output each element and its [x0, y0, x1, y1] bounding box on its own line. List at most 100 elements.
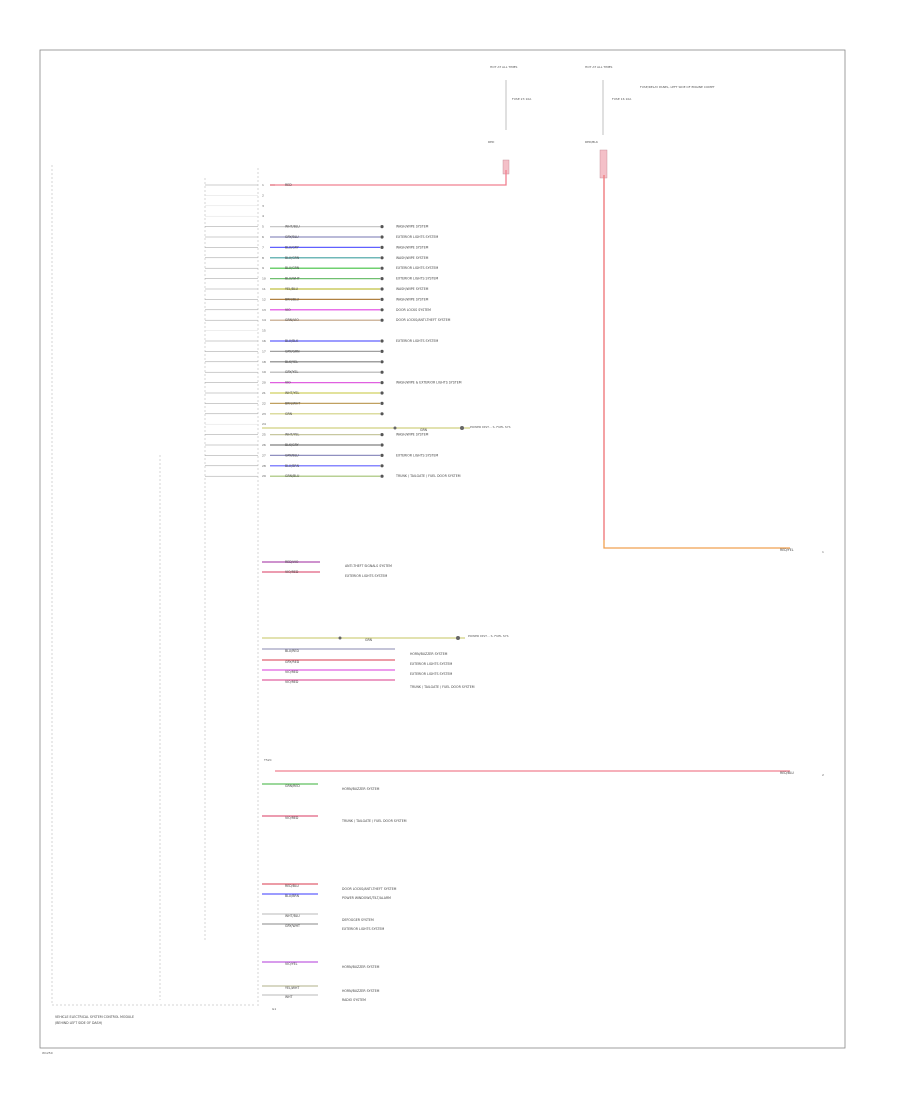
- pin-23: 23 GRN: [205, 412, 384, 416]
- pin-27-destination: EXTERIOR LIGHTS SYSTEM: [396, 453, 439, 457]
- pin-20-wire-label: VIO: [285, 381, 291, 385]
- pin-15-number: 15: [262, 329, 266, 333]
- lower-wire-8: YEL/WHT: [285, 986, 299, 990]
- pin-13-wire-label: VIO: [285, 308, 291, 312]
- upper-wire-2: VIO/RED: [285, 570, 299, 574]
- pin-6-terminal: [380, 235, 384, 239]
- mid-dest-3: EXTERIOR LIGHTS SYSTEM: [410, 672, 453, 676]
- lower-wire-7: VIO/YEL: [285, 962, 298, 966]
- pin-24-number: 24: [262, 422, 266, 426]
- pin-23-terminal: [380, 412, 384, 416]
- fuse-block-1: HOT AT ALL TIMES FUSE 23 10A RED: [488, 65, 532, 175]
- pin-14-wire-label: GRN/VIO: [285, 318, 299, 322]
- pin-25-number: 25: [262, 433, 266, 437]
- pin-29-number: 29: [262, 474, 266, 478]
- pin-7-wire-label: BLU/GRY: [285, 245, 299, 249]
- pin-8-number: 8: [262, 256, 264, 260]
- pin-17-terminal: [380, 349, 384, 353]
- pin-20-destination: WASH/WIPE & EXTERIOR LIGHTS SYSTEM: [396, 381, 462, 385]
- pin-16-wire-label: BLU/BLK: [285, 339, 299, 343]
- fuse1-wire-label: RED: [488, 140, 495, 144]
- pin-17-wire-label: GRY/GRN: [285, 349, 300, 353]
- pin-21-number: 21: [262, 391, 266, 395]
- splice-1-label: GRN: [420, 428, 428, 432]
- pin-20-number: 20: [262, 381, 266, 385]
- pin-6-destination: EXTERIOR LIGHTS SYSTEM: [396, 235, 439, 239]
- pin-16-terminal: [380, 339, 384, 343]
- pin-9-number: 9: [262, 266, 264, 270]
- pin-11-number: 11: [262, 287, 266, 291]
- mid-wire-3: VIO/RED: [285, 670, 299, 674]
- pin-22-wire-label: BRN/WHT: [285, 401, 300, 405]
- lower-wire-3: RED/BLU: [285, 884, 300, 888]
- lower-dest-5: DEFOGGER SYSTEM: [342, 918, 374, 922]
- pin-11-terminal: [380, 287, 384, 291]
- fuse2-name: FUSE 16 10A: [612, 97, 632, 101]
- figure-code: W1250: [42, 1051, 53, 1055]
- upper-wire-1: RED/VIO: [285, 560, 299, 564]
- pin-4: 4: [205, 214, 264, 218]
- pin-8-destination: WASH/WIPE SYSTEM: [396, 256, 429, 260]
- pin-9-terminal: [380, 266, 384, 270]
- pin-4-number: 4: [262, 214, 264, 218]
- right-output-1-num: 1: [822, 550, 824, 554]
- mid-wire-4: VIO/RED: [285, 680, 299, 684]
- pin-20-terminal: [380, 381, 384, 385]
- lower-dest-4: POWER WINDOWS/TILT/ALARM: [342, 896, 391, 900]
- pin-16-destination: EXTERIOR LIGHTS SYSTEM: [396, 339, 439, 343]
- lower-dest-1: HORN/BUZZER SYSTEM: [342, 787, 380, 791]
- mid-group: BLU/RED GRY/RED VIO/RED VIO/RED HORN/BUZ…: [262, 648, 475, 689]
- pin-27-wire-label: GRY/BLU: [285, 453, 299, 457]
- fuse1-hot-label: HOT AT ALL TIMES: [490, 65, 518, 69]
- pin-23-wire-label: GRN: [285, 412, 293, 416]
- pin-7-number: 7: [262, 245, 264, 249]
- module-subtitle: (BEHIND LEFT SIDE OF DASH): [55, 1021, 102, 1025]
- pin-13-destination: DOOR LOCKS SYSTEM: [396, 308, 431, 312]
- pin-7-terminal: [380, 245, 384, 249]
- pin-11-wire-label: YEL/BLU: [285, 287, 299, 291]
- pin-22-number: 22: [262, 401, 266, 405]
- pin-13-number: 13: [262, 308, 266, 312]
- pin-17-number: 17: [262, 349, 266, 353]
- mid-wire-1: BLU/RED: [285, 649, 299, 653]
- pin-28-wire-label: BLU/BRN: [285, 464, 300, 468]
- pin-25-wire-label: WHT/YEL: [285, 433, 300, 437]
- pin-26-number: 26: [262, 443, 266, 447]
- fuse2-location: FUSE/RELAY PANEL, LEFT SIDE OF ENGINE CO…: [640, 85, 715, 89]
- lower-wire-4: BLU/BRN: [285, 894, 300, 898]
- fuse-block-2: HOT AT ALL TIMES FUSE 16 10A FUSE/RELAY …: [585, 65, 715, 179]
- pin-6-wire-label: GRY/BLU: [285, 235, 299, 239]
- pin-25-destination: WASH/WIPE SYSTEM: [396, 433, 429, 437]
- lower-wire-6: GRY/WHT: [285, 924, 300, 928]
- right-output-2-label: RED/BLU: [780, 771, 795, 775]
- lower-dest-6: EXTERIOR LIGHTS SYSTEM: [342, 927, 385, 931]
- upper-dest-2: EXTERIOR LIGHTS SYSTEM: [345, 574, 388, 578]
- pin-1-number: 1: [262, 183, 264, 187]
- fuse2-wire-label: RED/BLK: [585, 140, 599, 144]
- mid-wire-2: GRY/RED: [285, 660, 300, 664]
- mid-dest-2: EXTERIOR LIGHTS SYSTEM: [410, 662, 453, 666]
- pin-10-terminal: [380, 277, 384, 281]
- pin-14-terminal: [380, 318, 384, 322]
- pin-5-number: 5: [262, 225, 264, 229]
- lower-group: GRN/RED HORN/BUZZER SYSTEM VIO/RED TRUNK…: [262, 783, 407, 1002]
- pin-8-terminal: [380, 256, 384, 260]
- pin-12-number: 12: [262, 297, 266, 301]
- splice-2: GRN POWER DIST. - S. FUEL SYS: [262, 634, 509, 642]
- connector-label: T52C: [263, 758, 272, 762]
- pin-10-destination: EXTERIOR LIGHTS SYSTEM: [396, 277, 439, 281]
- pin-23-number: 23: [262, 412, 266, 416]
- pin-12-wire-label: BRN/BLU: [285, 297, 300, 301]
